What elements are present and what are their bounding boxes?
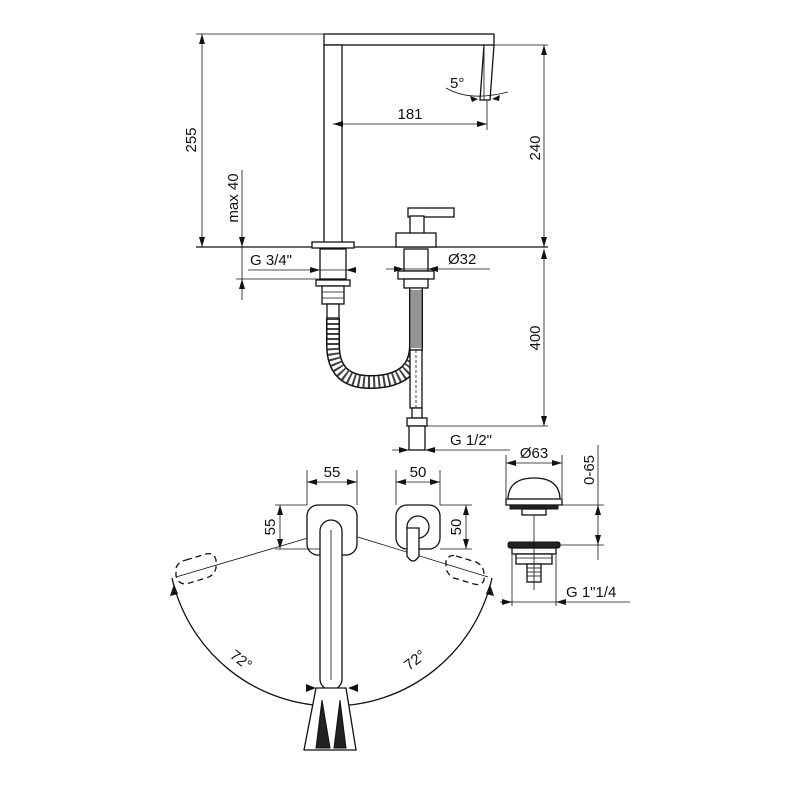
dim-spout-angle: 5°: [445, 45, 509, 102]
dim-label-240: 240: [527, 135, 544, 160]
dim-label-d32: Ø32: [448, 251, 476, 268]
dim-waste-diameter: Ø63: [505, 445, 563, 498]
spout-ghost-right: [445, 554, 485, 586]
dim-plate-height-right: 50: [440, 504, 472, 550]
dim-total-height: 240: [494, 44, 548, 247]
dim-inlet-thread: G 3/4": [248, 252, 356, 273]
dim-swivel-left: 72°: [170, 584, 316, 692]
dim-swivel-right: 72°: [348, 584, 494, 692]
dim-label-400: 400: [527, 325, 544, 350]
dim-hose-length: 400: [427, 249, 548, 427]
mixer-body: [395, 207, 455, 248]
dim-label-55-side: 55: [262, 519, 279, 536]
dim-label-g34: G 3/4": [250, 252, 292, 269]
plan-view: 55 55 50 50: [170, 464, 494, 751]
dim-plate-width-right: 50: [395, 464, 441, 505]
waste-detail: Ø63 0-65 G 1"1/4: [500, 445, 630, 606]
dim-label-0-65: 0-65: [581, 455, 598, 485]
dim-waste-thread: G 1"1/4: [500, 555, 630, 606]
spout-ghost-left: [175, 552, 217, 585]
dim-label-g114: G 1"1/4: [566, 584, 616, 601]
dim-spout-height: 255: [183, 33, 324, 247]
dim-label-55-top: 55: [324, 464, 341, 481]
dim-hose-thread: G 1/2": [392, 432, 510, 453]
spout: [311, 33, 495, 249]
spout-outlet: [303, 687, 357, 751]
dim-label-181: 181: [397, 106, 422, 123]
dim-plate-height-left: 55: [262, 504, 320, 550]
mixer-shank: [397, 248, 435, 289]
dim-waste-range: 0-65: [560, 445, 604, 560]
braided-hose: [326, 287, 428, 451]
dim-label-72-left: 72°: [227, 647, 255, 674]
spout-plate: [306, 504, 358, 691]
dim-body-diameter: Ø32: [386, 251, 490, 272]
dim-label-max40: max 40: [225, 173, 242, 222]
dim-spout-reach: 181: [333, 100, 488, 130]
dim-label-5deg: 5°: [450, 75, 464, 92]
dim-label-255: 255: [183, 127, 200, 152]
spout-shank: [315, 248, 351, 319]
dim-deck-max: max 40: [225, 170, 322, 300]
dim-label-50-side: 50: [448, 519, 465, 536]
dim-label-g12: G 1/2": [450, 432, 492, 449]
dim-label-72-right: 72°: [401, 647, 429, 674]
dim-label-50-top: 50: [410, 464, 427, 481]
dim-label-d63: Ø63: [520, 445, 548, 462]
dim-plate-width-left: 55: [306, 464, 358, 505]
side-elevation: 255 max 40 G 3/4" Ø32: [183, 33, 548, 453]
mixer-plate: [395, 504, 441, 562]
